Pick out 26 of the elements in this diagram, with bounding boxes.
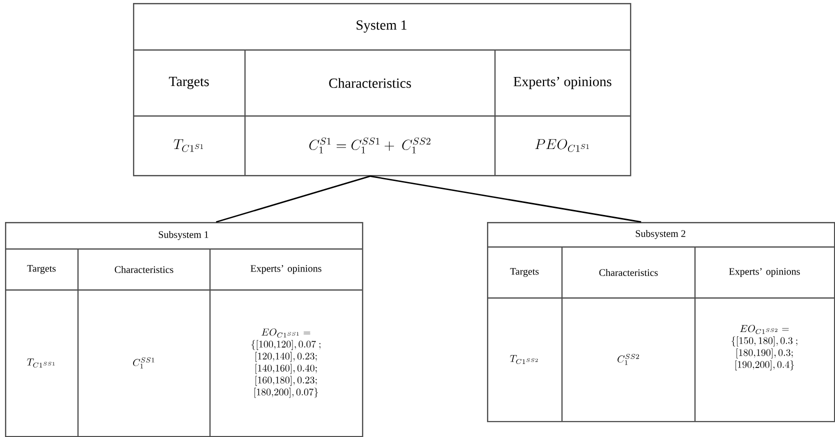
connector-line xyxy=(216,176,370,223)
formula: $C_1^{SS2}$ xyxy=(618,354,639,365)
table xyxy=(133,3,632,176)
formula: $PEO_{C1^{S1}}$ xyxy=(535,138,589,152)
column-header: Characteristics xyxy=(329,78,411,88)
formula: $\begin{array}{c} EO_{C1^{SS1}} = \\ \{[100{,}120], 0.07\ ; \\ {[}120{,}140], 0.23; \\ {[}140{,}160], 0.40; \\ {[}160{,}180], 0.23; \\ {[}180{,}200], 0.07\} \end{array}$ xyxy=(251,328,320,398)
table xyxy=(5,222,364,437)
column-header: Targets xyxy=(27,265,56,274)
column-header: Experts’ opinions xyxy=(250,265,322,274)
table-title: Subsystem 2 xyxy=(636,230,686,240)
column-header: Characteristics xyxy=(114,266,174,273)
formula: $T_{C1^{SS1}}$ xyxy=(27,358,55,368)
column-header: Experts’ opinions xyxy=(729,268,800,277)
formula: $T_{C1^{S1}}$ xyxy=(174,139,203,152)
table-title: System 1 xyxy=(356,20,406,33)
column-header: Targets xyxy=(168,76,209,90)
column-header: Targets xyxy=(510,268,539,277)
formula: $T_{C1^{SS2}}$ xyxy=(510,355,538,364)
formula: $C_1^{SS1}$ xyxy=(133,357,154,368)
column-header: Characteristics xyxy=(599,268,658,276)
table xyxy=(487,222,835,422)
formula: $\begin{array}{c} EO_{C1^{SS2}} = \\ \{[150, 180], 0.3\ ; \\ {[}180{,}190], 0.3; \\ {[}190{,}200], 0.4\} \end{array}$ xyxy=(732,324,798,370)
table-title: Subsystem 1 xyxy=(158,230,208,240)
formula: $C_1^{S1} = C_1^{SS1} +\ C_1^{SS2}$ xyxy=(309,138,430,154)
column-header: Experts’ opinions xyxy=(514,76,612,90)
connector-line xyxy=(370,176,642,223)
